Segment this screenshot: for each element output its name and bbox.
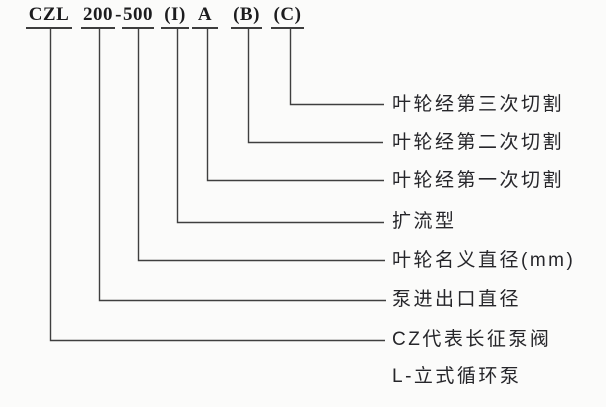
connector-flow-type (176, 29, 384, 224)
code-segment-hyphen: - (115, 4, 122, 25)
code-segment-second-cut: (B) (231, 4, 262, 29)
connector-impeller-diameter (137, 29, 385, 262)
code-segment-series: CZL (26, 4, 72, 29)
label-impeller-second-cut: 叶轮经第二次切割 (392, 132, 565, 153)
connector-first-cut (206, 29, 384, 182)
label-impeller-nominal-diameter: 叶轮名义直径(mm) (392, 250, 576, 271)
connector-third-cut (289, 29, 384, 106)
label-l-meaning: L-立式循环泵 (392, 366, 522, 387)
label-cz-meaning: CZ代表长征泵阀 (392, 329, 552, 350)
label-impeller-first-cut: 叶轮经第一次切割 (392, 170, 565, 191)
code-segment-third-cut: (C) (271, 4, 304, 29)
connector-second-cut (247, 29, 383, 144)
code-segment-flow-type: (I) (161, 4, 189, 29)
code-segment-inlet-outlet: 200 (81, 4, 115, 29)
label-impeller-third-cut: 叶轮经第三次切割 (392, 94, 565, 115)
connector-series (49, 29, 385, 342)
label-flow-type: 扩流型 (392, 211, 457, 232)
code-segment-impeller-diameter: 500 (122, 4, 154, 29)
code-segment-first-cut: A (192, 4, 218, 29)
connector-inlet-outlet (98, 29, 386, 302)
label-pump-inlet-outlet-diameter: 泵进出口直径 (392, 289, 522, 310)
